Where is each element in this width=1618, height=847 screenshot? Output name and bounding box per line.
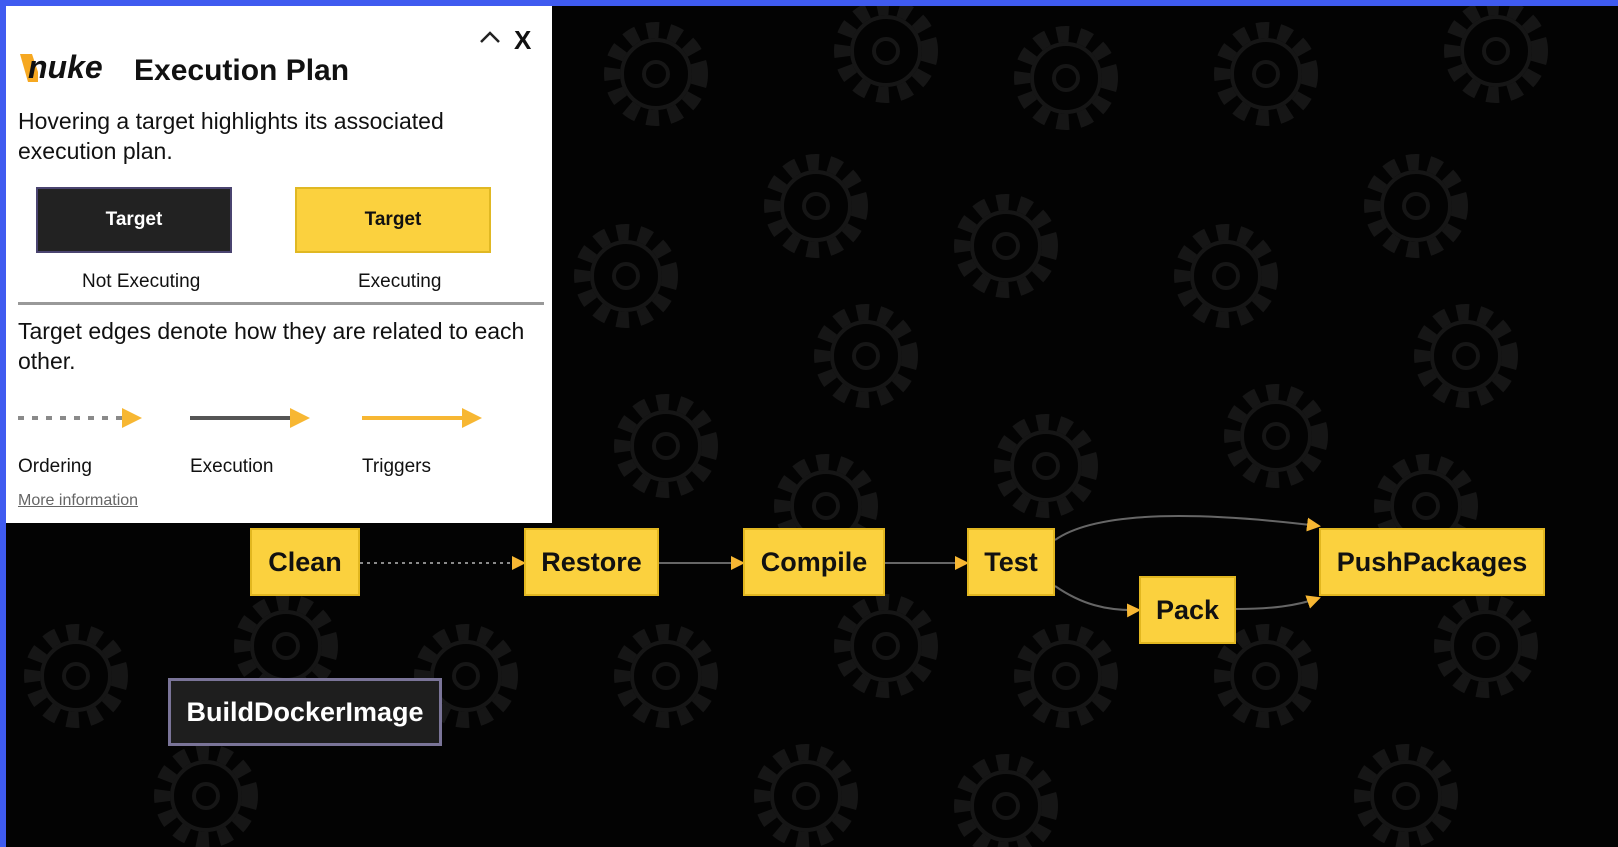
legend-caption-not-executing: Not Executing bbox=[82, 271, 201, 292]
target-pack[interactable]: Pack bbox=[1139, 576, 1236, 644]
edge-label-triggers: Triggers bbox=[362, 456, 431, 477]
panel-title: Execution Plan bbox=[134, 54, 350, 87]
edge-label-ordering: Ordering bbox=[18, 456, 92, 477]
more-information-link[interactable]: More information bbox=[18, 492, 139, 509]
edge-test-push bbox=[1054, 515, 1321, 541]
chevron-up-icon[interactable] bbox=[476, 24, 504, 52]
target-pushpackages[interactable]: PushPackages bbox=[1319, 528, 1545, 596]
target-builddockerimage[interactable]: BuildDockerImage bbox=[168, 678, 442, 746]
graph-edges bbox=[360, 515, 1321, 618]
nuke-logo: nuke bbox=[20, 49, 103, 85]
legend-target-not-executing: Target bbox=[36, 187, 232, 253]
edge-label-execution: Execution bbox=[190, 456, 274, 477]
edge-legend-samples bbox=[18, 408, 482, 428]
legend-caption-executing: Executing bbox=[358, 271, 442, 292]
target-clean[interactable]: Clean bbox=[250, 528, 360, 596]
target-restore[interactable]: Restore bbox=[524, 528, 659, 596]
target-test[interactable]: Test bbox=[967, 528, 1055, 596]
legend-target-executing: Target bbox=[295, 187, 491, 253]
divider bbox=[18, 302, 544, 305]
edge-pack-push bbox=[1235, 595, 1321, 610]
target-compile[interactable]: Compile bbox=[743, 528, 885, 596]
close-button[interactable]: X bbox=[514, 25, 532, 55]
execution-plan-legend-panel: X nuke Execution Plan Hovering a target … bbox=[6, 6, 552, 523]
nuke-logo-text: nuke bbox=[28, 49, 103, 85]
edge-test-pack bbox=[1054, 585, 1141, 618]
edges-description: Target edges denote how they are related… bbox=[18, 318, 525, 374]
panel-description: Hovering a target highlights its associa… bbox=[18, 108, 444, 164]
